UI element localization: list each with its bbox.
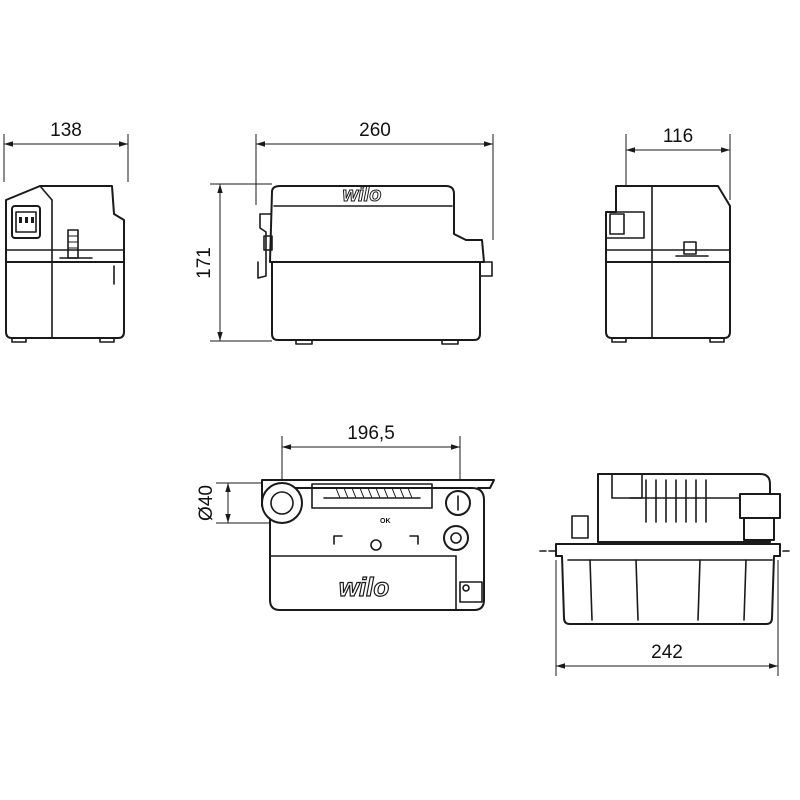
vent-slots-icon <box>323 487 421 499</box>
dim-116-label: 116 <box>663 126 693 147</box>
bottom-view: 242 <box>539 473 791 676</box>
inlet-circle <box>261 482 303 524</box>
dim-diameter-40-label: Ø40 <box>196 485 217 521</box>
front-view: 260 171 wilo <box>194 120 494 345</box>
brand-logo-front: wilo <box>343 184 382 206</box>
dim-138-label: 138 <box>50 120 82 141</box>
dim-242-label: 242 <box>651 642 683 663</box>
switch-knob-icon <box>443 525 469 551</box>
left-side-view: 138 <box>3 120 129 343</box>
dim-260-label: 260 <box>359 120 391 141</box>
brand-logo-top: wilo <box>339 572 390 602</box>
top-view: 196,5 Ø40 OK wilo <box>196 423 495 611</box>
dim-171-label: 171 <box>194 247 215 279</box>
dim-196-5-label: 196,5 <box>347 423 395 444</box>
vent-fins-icon <box>645 479 707 523</box>
right-side-view: 116 <box>605 126 731 343</box>
ok-mark: OK <box>380 518 391 525</box>
